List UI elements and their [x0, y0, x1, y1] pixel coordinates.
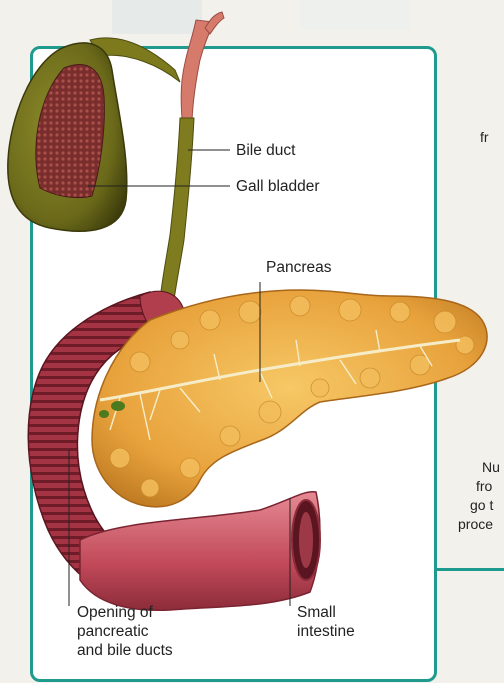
small-intestine-label: Small intestine: [297, 603, 355, 641]
bile-duct-label: Bile duct: [236, 141, 295, 160]
bile-duct-shape: [160, 118, 194, 300]
opening-label-line: pancreatic: [77, 622, 173, 641]
small-intestine-label-line: intestine: [297, 622, 355, 641]
opening-label-line: and bile ducts: [77, 641, 173, 660]
small-intestine-shape: [80, 492, 320, 611]
gall-bladder-label: Gall bladder: [236, 177, 320, 196]
cropped-text-fragment: proce: [458, 515, 493, 534]
cropped-text-fragment: go t: [470, 496, 493, 515]
small-intestine-label-line: Small: [297, 603, 355, 622]
cropped-text-fragment: fr: [480, 128, 489, 147]
pancreas-label: Pancreas: [266, 258, 331, 277]
cropped-text-fragment: Nu: [482, 458, 500, 477]
opening-label-line: Opening of: [77, 603, 173, 622]
cropped-text-fragment: fro: [476, 477, 492, 496]
intestine-opening-inner: [299, 512, 313, 568]
hepatic-duct: [181, 20, 214, 120]
hepatic-duct: [205, 12, 224, 34]
pancreas-shape: [92, 290, 487, 507]
opening-of-ducts-label: Opening of pancreatic and bile ducts: [77, 603, 173, 660]
